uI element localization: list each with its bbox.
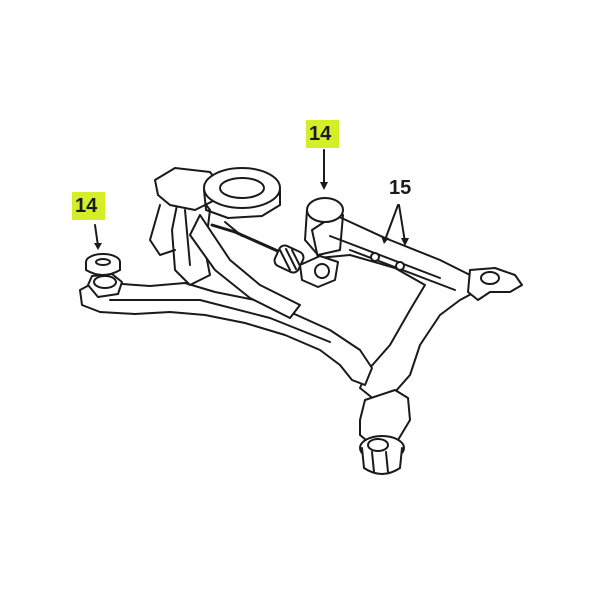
right-side-rail <box>311 214 476 401</box>
loose-bushing <box>85 253 121 276</box>
callout-14-top-highlight <box>306 120 339 148</box>
bolt-hole-2 <box>395 261 405 271</box>
callout-14-left-label: 14 <box>75 195 98 217</box>
callout-14-left-highlight <box>72 192 105 220</box>
rear-lower-bushing <box>359 389 411 475</box>
callout-14-top-label: 14 <box>309 123 332 145</box>
diagonal-brace <box>189 214 301 319</box>
callout-15-label: 15 <box>389 177 412 199</box>
rear-upper-mount <box>306 197 344 223</box>
bolt-hole-1 <box>370 252 380 262</box>
front-crossmember <box>79 281 373 386</box>
leader-arrows <box>94 149 409 250</box>
